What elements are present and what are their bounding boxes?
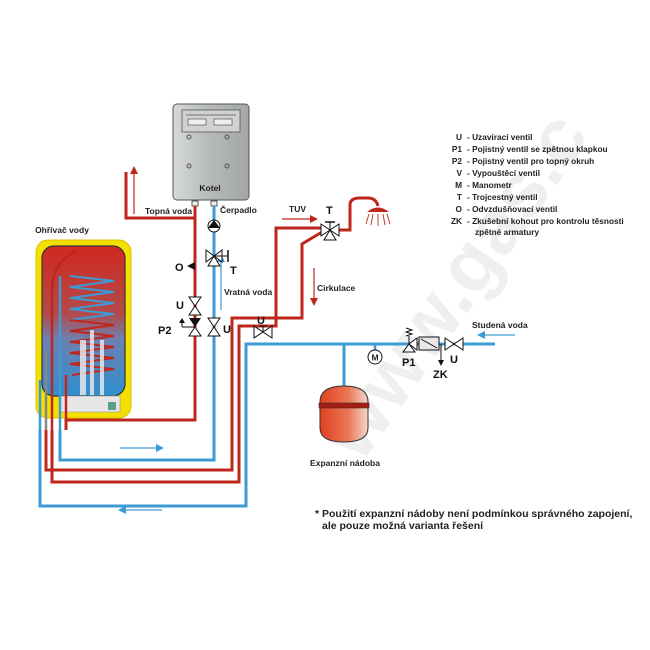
legend-text: - Pojistný ventil pro topný okruh	[467, 156, 594, 166]
shutoff-valve-cold	[444, 337, 464, 351]
valve-u-left-label: U	[176, 300, 184, 312]
legend-code: P2	[452, 156, 463, 166]
expansion-tank	[318, 385, 370, 443]
heating-water-label: Topná voda	[145, 206, 192, 216]
cold-water-label: Studená voda	[472, 320, 528, 330]
footnote-line-1: * Použití expanzní nádoby není podmínkou…	[315, 508, 632, 520]
arrow-up-icon	[130, 166, 138, 174]
expansion-tank-label: Expanzní nádoba	[310, 458, 380, 468]
tuv-arrow-icon	[310, 215, 318, 223]
air-vent-icon	[187, 262, 195, 270]
legend-code: M	[455, 180, 462, 190]
pipe-cold-water	[38, 342, 495, 508]
legend-code: ZK	[451, 216, 462, 226]
legend-text: - Trojcestný ventil	[467, 192, 538, 202]
valve-t-return-label: T	[230, 265, 237, 277]
legend-text: - Odvzdušňovací ventil	[467, 204, 557, 214]
safety-valve-p1	[402, 327, 418, 353]
legend-text: zpětné armatury	[475, 227, 539, 237]
pipe-circulation	[44, 230, 323, 472]
valve-p1-label: P1	[402, 357, 415, 369]
shower-head-icon	[365, 207, 391, 226]
legend-code: T	[457, 192, 462, 202]
valve-u-circ-label: U	[257, 315, 265, 327]
three-way-valve-return	[205, 249, 229, 267]
pump-label: Čerpadlo	[220, 204, 257, 215]
valve-u-right-label: U	[223, 324, 231, 336]
legend-text: - Pojistný ventil se zpětnou klapkou	[467, 144, 608, 154]
flow-arrow-right-icon	[156, 444, 164, 452]
valve-o-label: O	[175, 262, 184, 274]
legend: U - Uzavírací ventil P1 - Pojistný venti…	[451, 132, 624, 237]
legend-text: - Zkušební kohout pro kontrolu těsnosti	[467, 216, 624, 226]
shutoff-valve-supply	[188, 296, 202, 316]
cold-arrow-icon	[477, 331, 485, 339]
pipe-hot-water	[50, 226, 322, 484]
boiler	[172, 103, 250, 207]
test-cock-icon	[438, 360, 444, 366]
valve-p2-label: P2	[158, 325, 171, 337]
circ-arrow-icon	[310, 298, 318, 306]
return-water-label: Vratná voda	[224, 287, 272, 297]
pipe-heating-supply	[124, 172, 197, 220]
legend-text: - Uzavírací ventil	[467, 132, 532, 142]
check-valve-box	[418, 336, 440, 351]
legend-code: U	[456, 132, 462, 142]
manometer-label: M	[371, 353, 378, 363]
hot-water-label: TUV	[289, 204, 306, 214]
shutoff-valve-circulation	[253, 325, 273, 339]
footnote-line-2: ale pouze možná varianta řešení	[322, 520, 484, 532]
water-heater	[35, 239, 132, 430]
flow-arrow-left-icon	[118, 506, 126, 514]
valve-u-cold-label: U	[450, 354, 458, 366]
heat-exchanger-coil	[69, 275, 115, 395]
legend-text: - Manometr	[467, 180, 512, 190]
pipe-shower	[338, 196, 380, 232]
heater-label: Ohřívač vody	[35, 225, 89, 235]
valve-t-top-label: T	[326, 205, 333, 217]
circulation-label: Cirkulace	[317, 283, 356, 293]
shutoff-valve-return	[207, 317, 221, 337]
pump-icon	[207, 219, 221, 233]
legend-code: P1	[452, 144, 463, 154]
boiler-label: Kotel	[199, 183, 220, 193]
three-way-valve-tuv	[320, 221, 340, 241]
safety-valve-p2	[179, 318, 202, 337]
manometer-icon	[367, 349, 383, 365]
valve-zk-label: ZK	[433, 369, 448, 381]
legend-code: O	[456, 204, 463, 214]
legend-code: V	[456, 168, 462, 178]
legend-text: - Vypouštěcí ventil	[467, 168, 540, 178]
